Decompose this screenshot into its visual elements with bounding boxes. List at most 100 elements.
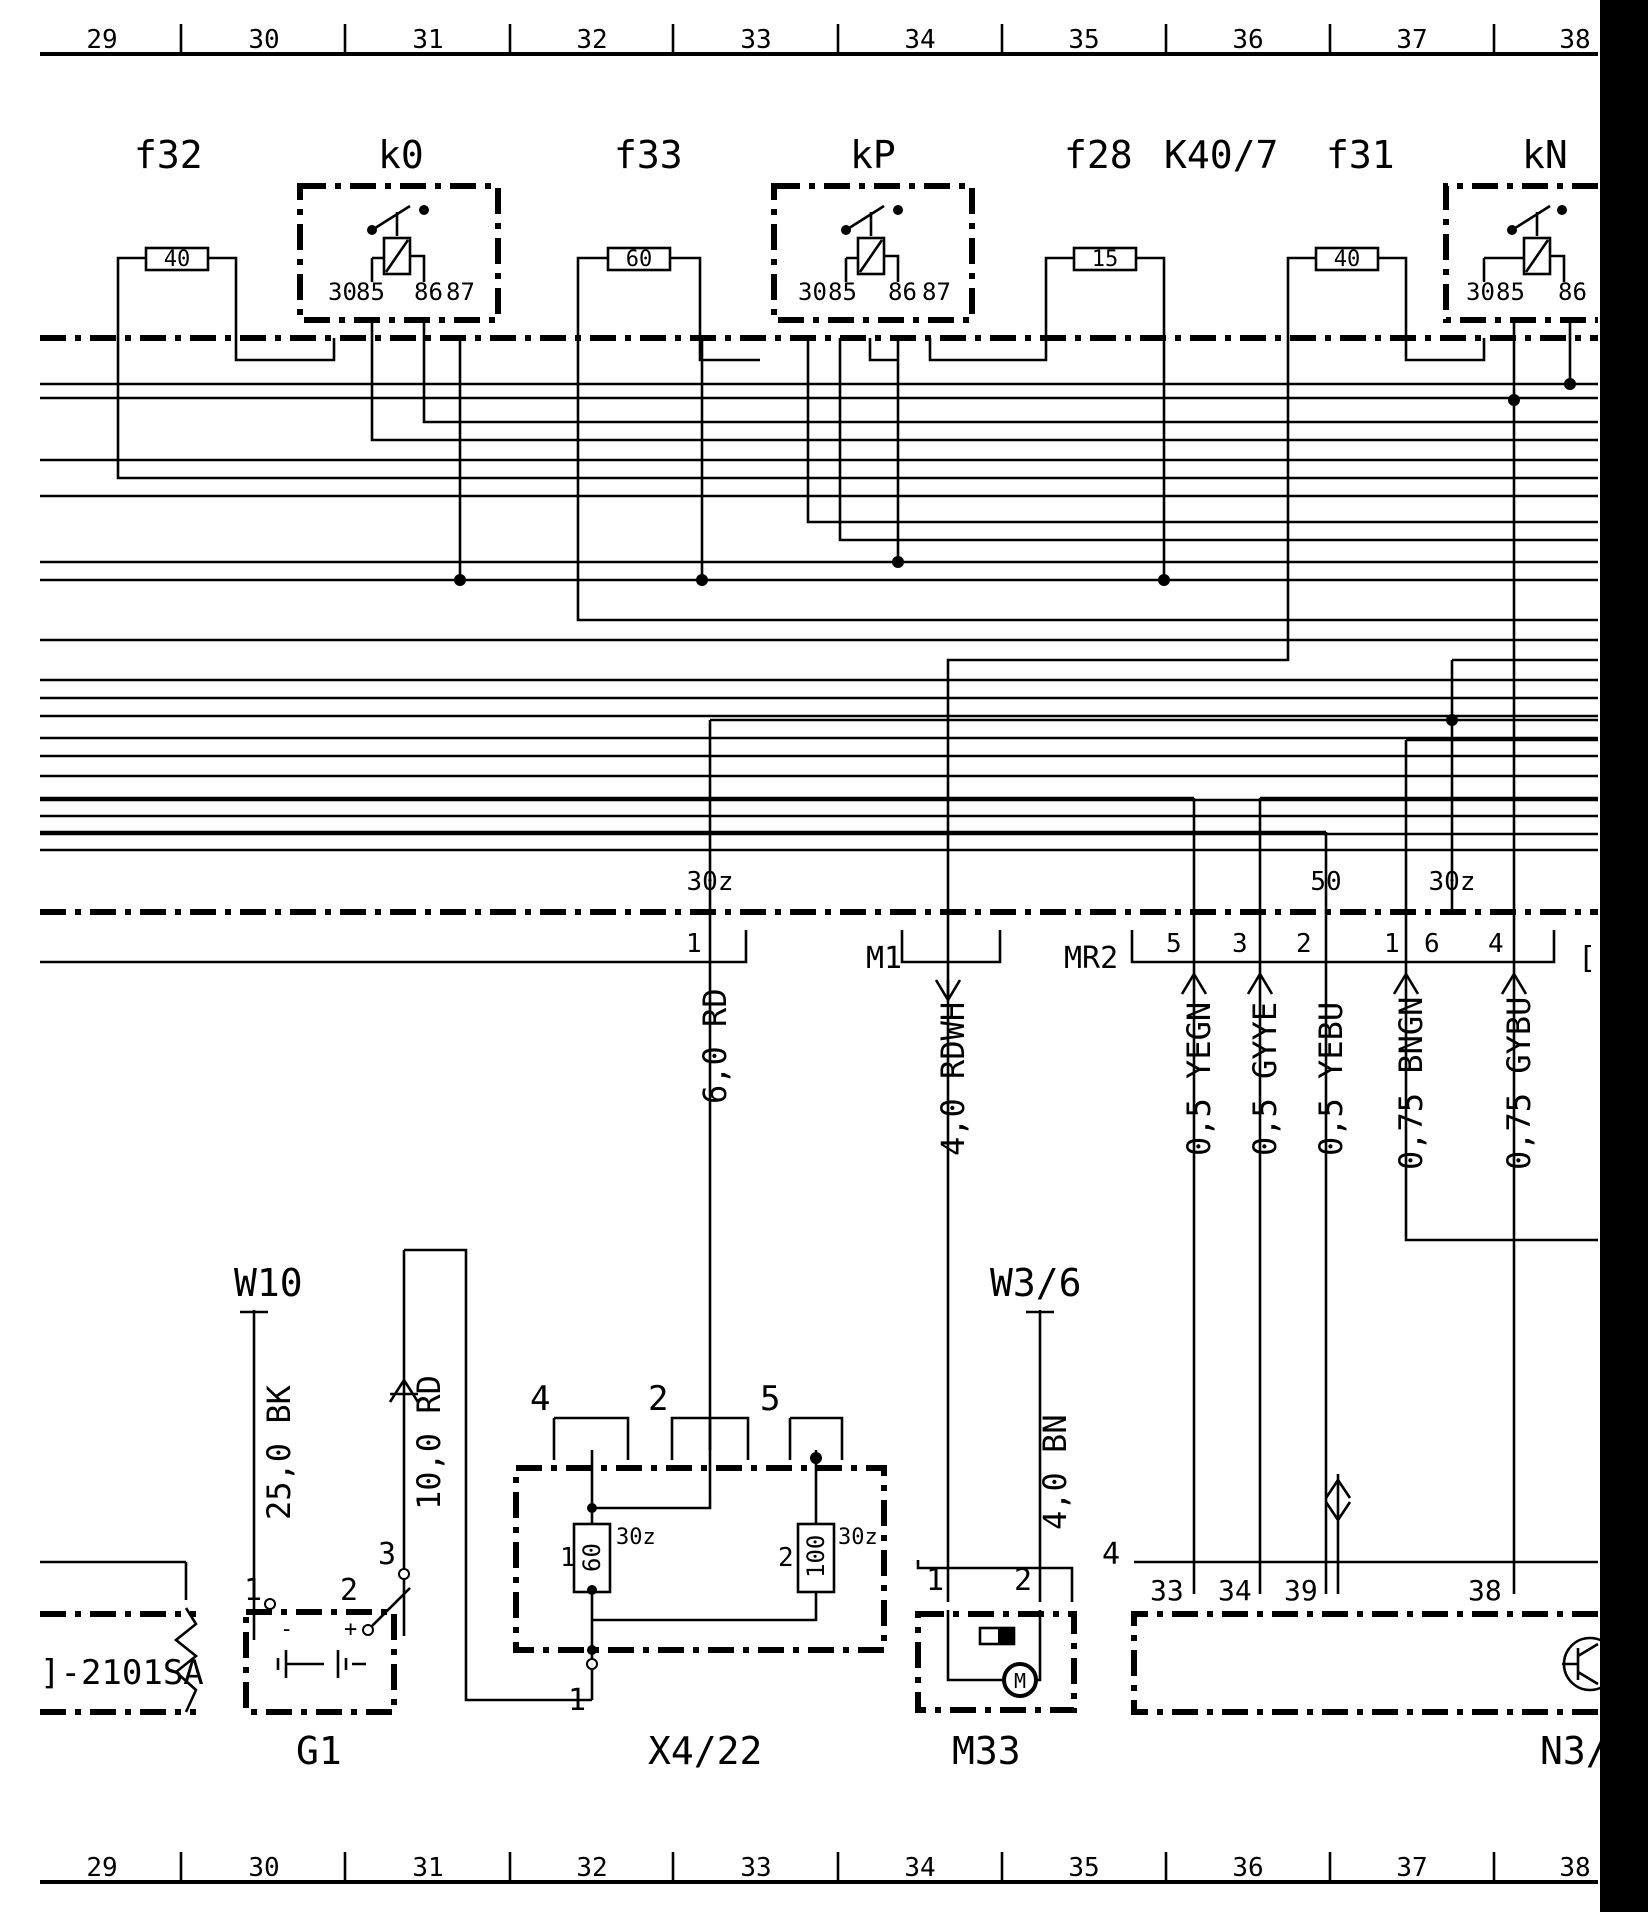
- x4-fuse-pin-2: 2: [778, 1543, 794, 1573]
- label-f33: f33: [614, 133, 683, 177]
- ruler-col-33: 33: [740, 25, 771, 55]
- fuse-f31-value: 40: [1334, 247, 1361, 272]
- wire-4-BN: 4,0 BN: [1036, 1414, 1074, 1530]
- n3-pin-39: 39: [1284, 1574, 1318, 1607]
- k0-pin-87: 87: [446, 278, 475, 306]
- ruler-col-32: 32: [576, 25, 607, 55]
- ruler-bottom-36: 36: [1232, 1853, 1263, 1883]
- ruler-col-31: 31: [412, 25, 443, 55]
- mr2-pin-3: 3: [1232, 929, 1248, 959]
- x4-pin-1: 1: [568, 1683, 586, 1718]
- label-left-ref: ]-2101SA: [40, 1653, 204, 1693]
- ruler-bottom-31: 31: [412, 1853, 443, 1883]
- wire-YEBU: 0,5 YEBU: [1312, 1002, 1350, 1156]
- wire-6-RD: 6,0 RD: [696, 988, 734, 1104]
- ruler-bottom-34: 34: [904, 1853, 935, 1883]
- m33-pin-2: 2: [1014, 1563, 1032, 1598]
- label-f31: f31: [1326, 133, 1395, 177]
- pin-1-left: 1: [686, 929, 702, 959]
- X4-22-fuse-box: 60 30z 100 30z 4 2 5 1 1 2: [513, 1379, 887, 1718]
- kN-pin-30: 30: [1466, 278, 1495, 306]
- label-MR2: MR2: [1064, 941, 1118, 976]
- fuse-f31: 40: [1286, 246, 1408, 338]
- kN-pin-86: 86: [1558, 278, 1587, 306]
- ruler-bottom-30: 30: [248, 1853, 279, 1883]
- bus-wires: [40, 320, 1598, 852]
- g1-pin-3: 3: [378, 1537, 396, 1572]
- wire-10-RD: 10,0 RD: [410, 1375, 448, 1510]
- bus-label-30z-left: 30z: [687, 867, 734, 897]
- kP-pin-85: 85: [828, 278, 857, 306]
- fuse-f28-value: 15: [1092, 247, 1119, 272]
- label-G1: G1: [296, 1729, 342, 1773]
- ruler-bottom-32: 32: [576, 1853, 607, 1883]
- bus-label-30z-right: 30z: [1429, 867, 1476, 897]
- mr2-pin-4: 4: [1488, 929, 1504, 959]
- ruler-col-35: 35: [1068, 25, 1099, 55]
- mr2-pin-6: 6: [1424, 929, 1440, 959]
- label-M1: M1: [866, 941, 902, 976]
- ruler-col-36: 36: [1232, 25, 1263, 55]
- motor-glyph: M: [1014, 1669, 1026, 1693]
- right-stub-mark: [: [1578, 941, 1596, 976]
- M33-motor: M 1 2: [915, 1560, 1077, 1713]
- g1-pin-2: 2: [340, 1573, 358, 1608]
- g1-minus: -: [280, 1617, 293, 1642]
- wire-BNGN: 0,75 BNGN: [1392, 997, 1430, 1170]
- fuse-f32: 40: [116, 246, 238, 338]
- bottom-ruler: 29 30 31 32 33 34 35 36 37 38: [40, 1852, 1598, 1884]
- ruler-bottom-33: 33: [740, 1853, 771, 1883]
- wire-25-BK: 25,0 BK: [260, 1384, 298, 1520]
- label-N3: N3/: [1540, 1729, 1609, 1773]
- ruler-bottom-37: 37: [1396, 1853, 1427, 1883]
- label-kP: kP: [850, 133, 896, 177]
- label-M33: M33: [952, 1729, 1021, 1773]
- ruler-col-30: 30: [248, 25, 279, 55]
- n3-pin-group-4: 4: [1102, 1537, 1120, 1572]
- x4-fuse-60: 60: [578, 1543, 606, 1572]
- relay-kP: 30 85 86 87: [771, 183, 975, 323]
- ruler-col-29: 29: [86, 25, 117, 55]
- wire-GYYE: 0,5 GYYE: [1246, 1002, 1284, 1156]
- ruler-col-34: 34: [904, 25, 935, 55]
- label-k0: k0: [378, 133, 424, 177]
- relay-kN: 30 85 86: [1443, 183, 1598, 323]
- kP-pin-86: 86: [888, 278, 917, 306]
- label-W3-6: W3/6: [990, 1261, 1082, 1305]
- wire-GYBU: 0,75 GYBU: [1500, 997, 1538, 1170]
- bidirectional-arrow: [1324, 1474, 1352, 1594]
- label-X4-22: X4/22: [648, 1729, 762, 1773]
- bus-label-50: 50: [1310, 867, 1341, 897]
- relay-k0: 30 85 86 87: [297, 183, 501, 323]
- fuse-f28: 15: [1044, 246, 1166, 338]
- ruler-bottom-35: 35: [1068, 1853, 1099, 1883]
- ruler-bottom-38: 38: [1559, 1853, 1590, 1883]
- label-W10: W10: [234, 1261, 303, 1305]
- label-f32: f32: [134, 133, 203, 177]
- wire-4-RDWH: 4,0 RDWH: [934, 1002, 972, 1156]
- mr2-pin-5: 5: [1166, 929, 1182, 959]
- top-ruler: 29 30 31 32 33 34 35 36 37 38: [40, 24, 1598, 56]
- m33-pin-1: 1: [926, 1563, 944, 1598]
- ruler-col-38: 38: [1559, 25, 1590, 55]
- fuse-f32-value: 40: [164, 247, 191, 272]
- ruler-bottom-29: 29: [86, 1853, 117, 1883]
- n3-pin-38: 38: [1468, 1574, 1502, 1607]
- x4-pin-4: 4: [530, 1379, 550, 1419]
- k0-pin-85: 85: [356, 278, 385, 306]
- n3-pin-34: 34: [1218, 1574, 1252, 1607]
- label-K40-7: K40/7: [1164, 133, 1278, 177]
- x4-fuse-100: 100: [802, 1535, 830, 1578]
- label-f28: f28: [1064, 133, 1133, 177]
- label-kN: kN: [1522, 133, 1568, 177]
- mr2-pin-1: 1: [1384, 929, 1400, 959]
- mr2-pin-2: 2: [1296, 929, 1312, 959]
- N3-module: 4 33 34 39 38: [1102, 1537, 1618, 1715]
- wire-YEGN: 0,5 YEGN: [1180, 1002, 1218, 1156]
- kP-pin-30: 30: [798, 278, 827, 306]
- kP-pin-87: 87: [922, 278, 951, 306]
- fuse-f33: 60: [576, 246, 702, 338]
- x4-pin-5: 5: [760, 1379, 780, 1419]
- ruler-col-37: 37: [1396, 25, 1427, 55]
